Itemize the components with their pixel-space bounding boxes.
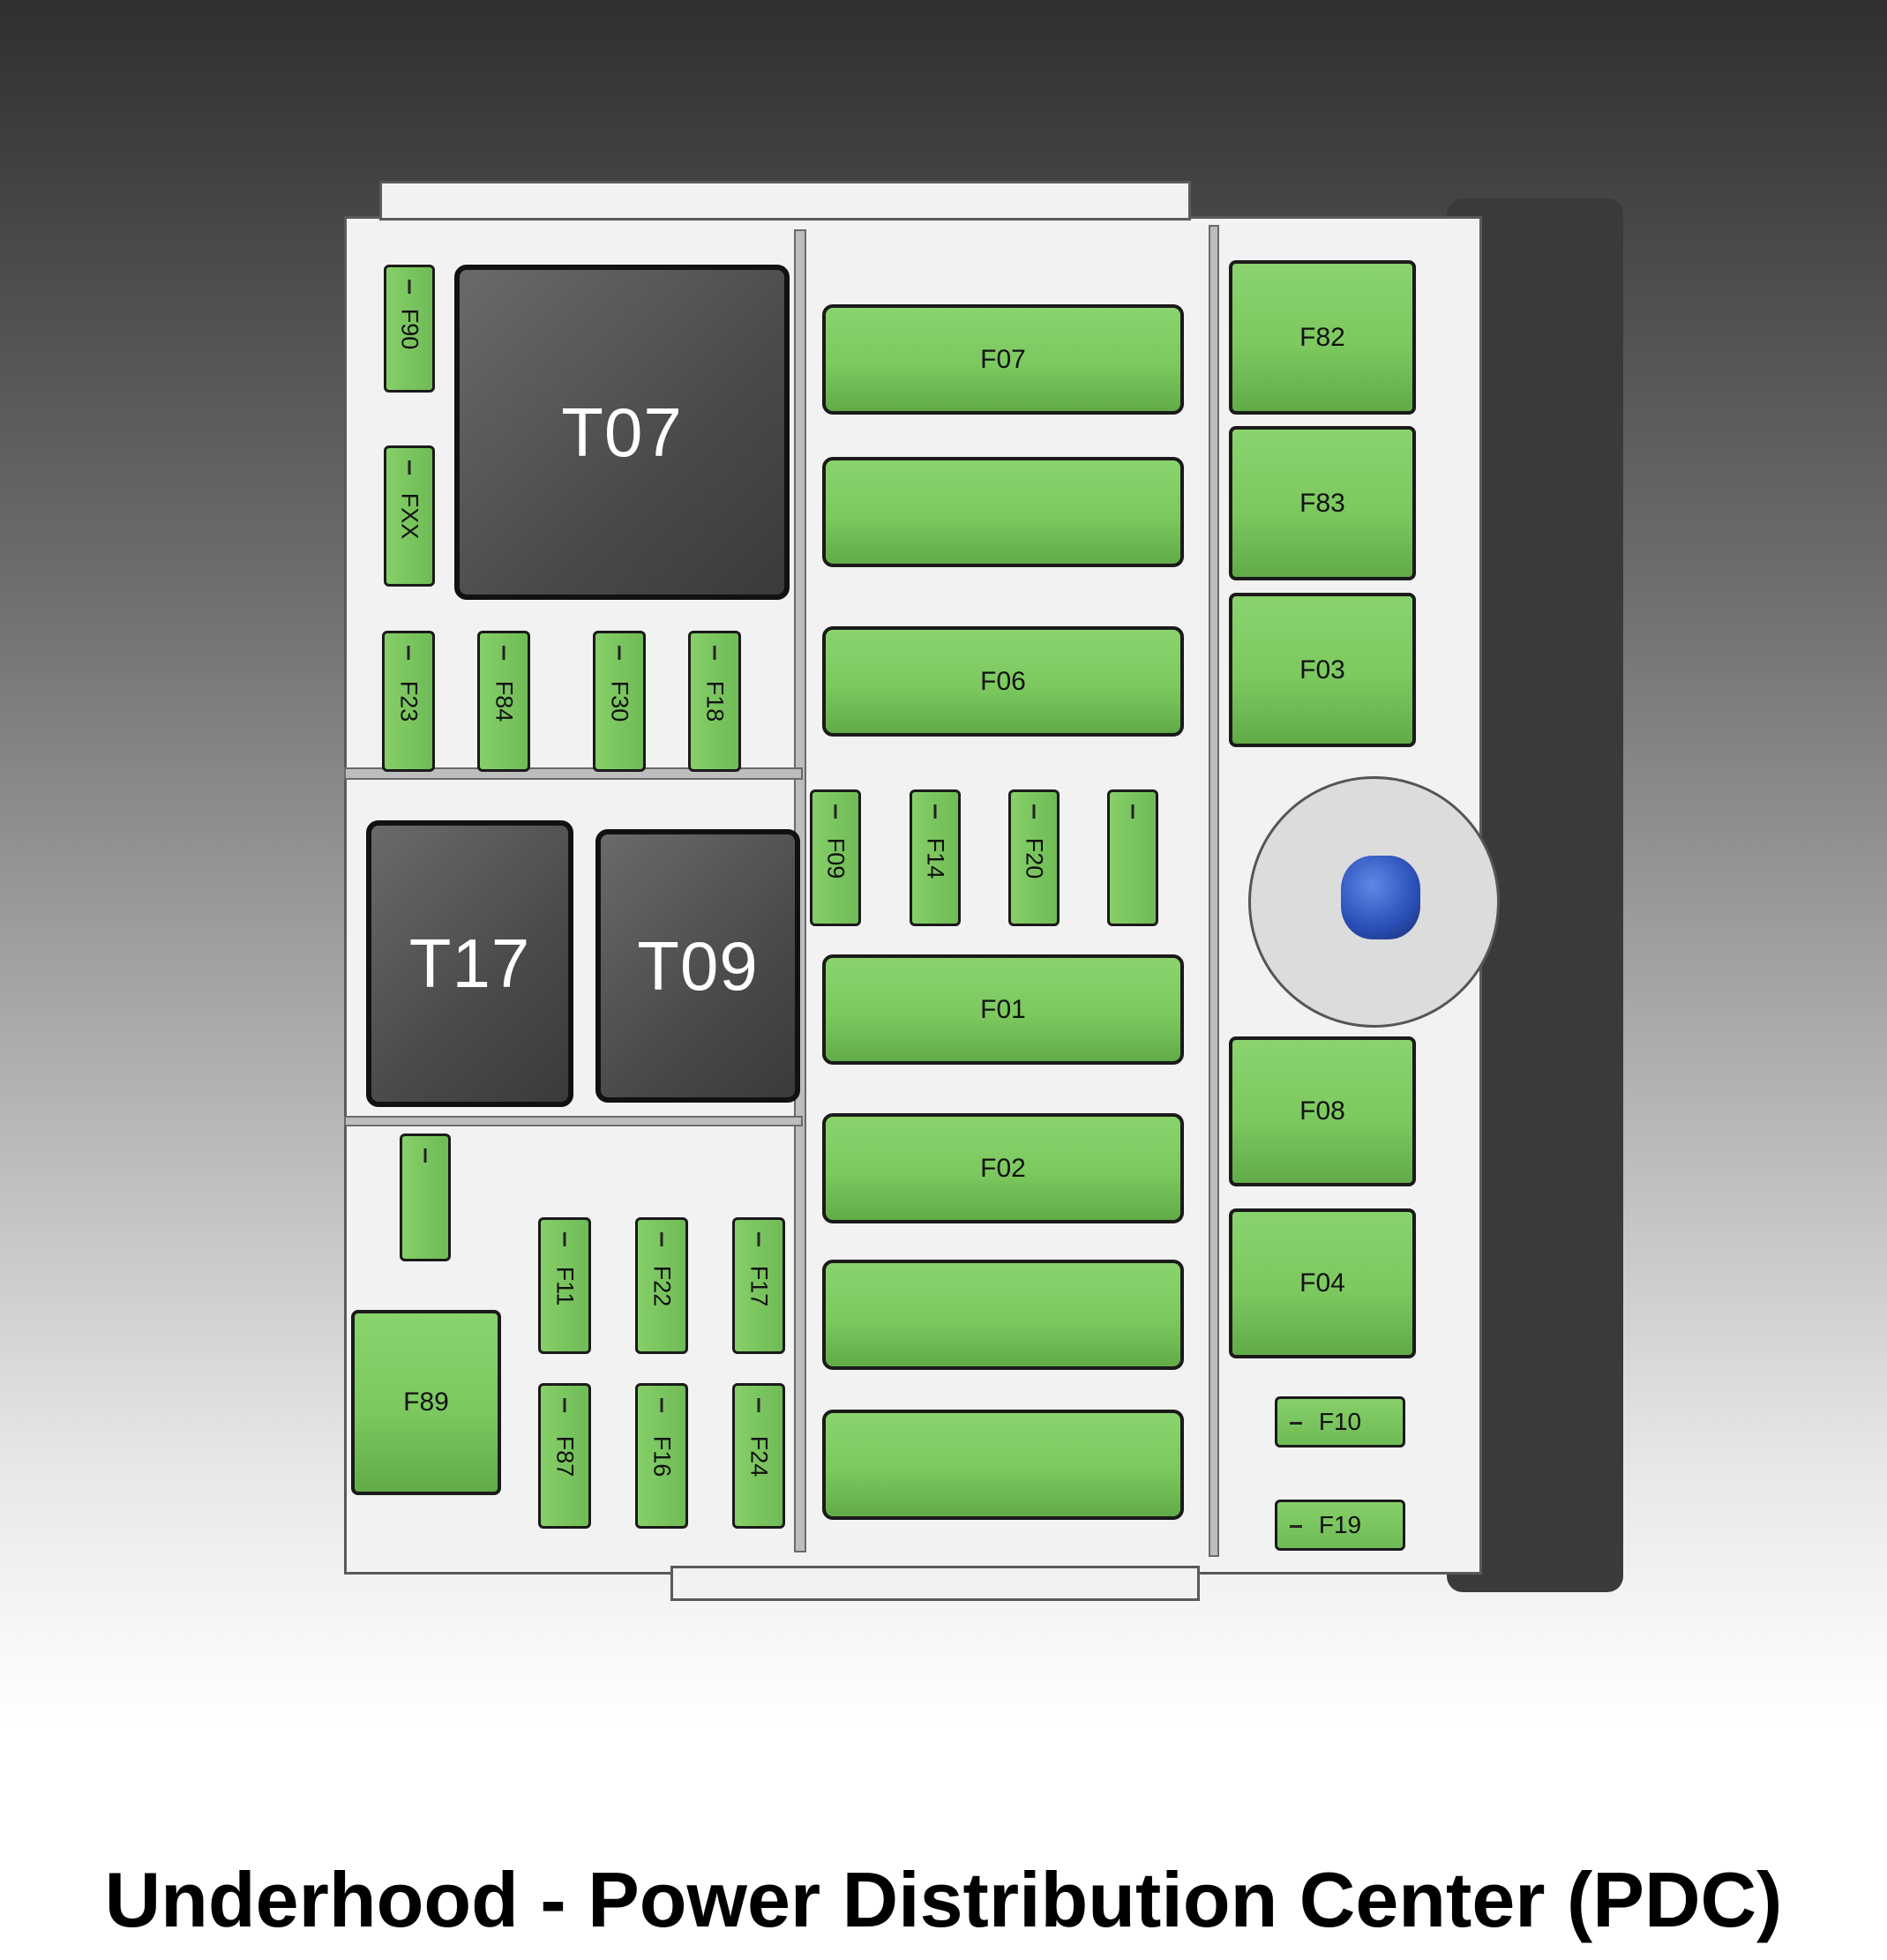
fuse-unlabeled-mini-1	[1107, 789, 1158, 926]
fuse-f24: F24	[732, 1383, 785, 1529]
fuse-f14: F14	[910, 789, 961, 926]
horizontal-divider-1	[344, 767, 803, 780]
fuse-f09: F09	[810, 789, 861, 926]
right-column-divider	[1209, 225, 1219, 1557]
fuse-f08: F08	[1229, 1036, 1416, 1186]
fuse-f23: F23	[382, 631, 435, 772]
relay-t17: T17	[366, 820, 573, 1107]
fuse-f22: F22	[635, 1217, 688, 1354]
fuse-f83: F83	[1229, 426, 1416, 580]
fuse-unlabeled-mini-2	[400, 1133, 451, 1261]
fuse-f90: F90	[384, 265, 435, 393]
fuse-f18: F18	[688, 631, 741, 772]
relay-t07: T07	[454, 265, 790, 600]
fuse-f03: F03	[1229, 593, 1416, 747]
fuse-f01: F01	[822, 954, 1184, 1065]
housing-top-lip	[379, 181, 1191, 221]
fuse-f89: F89	[351, 1310, 501, 1495]
fuse-f17: F17	[732, 1217, 785, 1354]
fuse-unlabeled-2	[822, 1260, 1184, 1370]
fuse-f06: F06	[822, 626, 1184, 737]
fuse-unlabeled-1	[822, 457, 1184, 567]
diagram-caption: Underhood - Power Distribution Center (P…	[104, 1856, 1783, 1943]
fuse-f07: F07	[822, 304, 1184, 415]
fuse-f02: F02	[822, 1113, 1184, 1223]
fuse-f16: F16	[635, 1383, 688, 1529]
fuse-f04: F04	[1229, 1208, 1416, 1358]
stud-terminal-icon	[1341, 856, 1420, 939]
relay-t09: T09	[595, 829, 800, 1103]
fuse-f30: F30	[593, 631, 646, 772]
fuse-f87: F87	[538, 1383, 591, 1529]
fuse-unlabeled-3	[822, 1410, 1184, 1520]
fuse-fxx: FXX	[384, 445, 435, 587]
fuse-f10: F10	[1275, 1396, 1405, 1448]
housing-bottom-lip	[670, 1566, 1200, 1601]
fuse-f84: F84	[477, 631, 530, 772]
fuse-f20: F20	[1008, 789, 1060, 926]
fuse-f19: F19	[1275, 1500, 1405, 1551]
horizontal-divider-2	[344, 1116, 803, 1126]
fuse-f82: F82	[1229, 260, 1416, 415]
fuse-f11: F11	[538, 1217, 591, 1354]
